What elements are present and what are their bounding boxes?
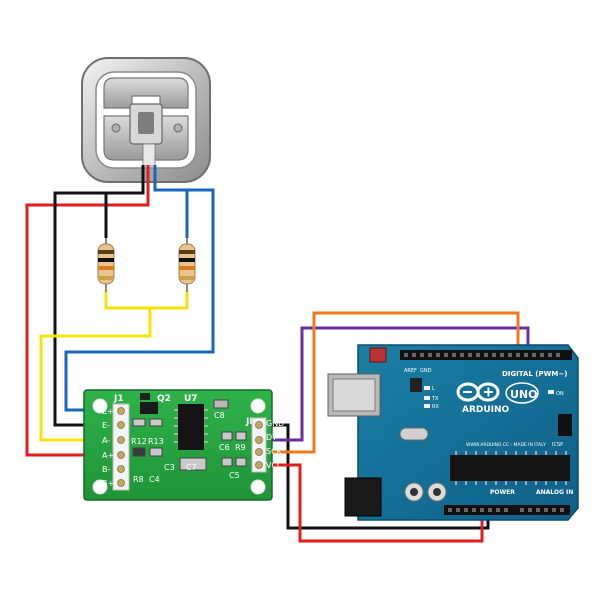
pin-b-plus: B+ <box>102 479 114 488</box>
label-brand: ARDUINO <box>462 405 510 415</box>
label-tx: TX <box>431 396 439 402</box>
label-r8: R8 <box>133 475 144 484</box>
wire-red-loadcell <box>25 165 150 457</box>
label-c6: C6 <box>219 443 230 452</box>
label-u7: U7 <box>184 394 198 404</box>
pin-dt: DT <box>266 433 277 442</box>
wire-black-gnd <box>270 423 490 530</box>
label-c8: C8 <box>214 411 225 420</box>
wires <box>25 165 530 543</box>
label-c7: C7 <box>186 463 197 472</box>
resistor-1 <box>97 238 115 292</box>
hx711-right-pins <box>255 421 263 469</box>
label-c3: C3 <box>164 463 175 472</box>
arduino-uno-board: AREF GND DIGITAL (PWM~) TX RX L ARDUINO … <box>327 344 579 521</box>
label-j1: J1 <box>113 394 124 404</box>
label-aref: AREF <box>404 368 417 374</box>
pin-e-minus: E- <box>102 421 110 430</box>
label-gnd-top: GND <box>420 368 432 374</box>
label-q2: Q2 <box>157 394 171 404</box>
pin-a-minus: A- <box>102 436 110 445</box>
label-r13: R13 <box>148 437 164 446</box>
load-cell <box>81 57 211 183</box>
label-r9: R9 <box>235 443 246 452</box>
wire-red-vcc <box>270 463 484 543</box>
label-icsp: ICSP <box>552 442 563 448</box>
label-on: ON <box>556 391 564 397</box>
wire-blue-loadcell <box>64 165 215 412</box>
label-r12: R12 <box>131 437 147 446</box>
pin-a-plus: A+ <box>102 451 114 460</box>
pin-vcc: VCC <box>266 461 283 470</box>
label-power: POWER <box>490 489 515 496</box>
label-analog: ANALOG IN <box>536 489 573 496</box>
hx711-left-pins <box>117 407 125 487</box>
wire-yellow <box>104 290 189 310</box>
resistor-2 <box>178 238 196 292</box>
wire-yellow-down <box>39 308 152 442</box>
hx711-board: E+ E- A- A+ B- B+ J1 Q2 U7 C8 R12 R13 R8… <box>83 389 284 501</box>
arduino-logo <box>456 382 500 402</box>
wire-orange-sck <box>270 311 520 454</box>
pin-sck: SCK <box>266 447 283 456</box>
pin-b-minus: B- <box>102 465 110 474</box>
label-digital: DIGITAL (PWM~) <box>502 370 567 378</box>
label-c4: C4 <box>149 475 160 484</box>
label-rx: RX <box>432 404 439 410</box>
label-l: L <box>432 386 435 392</box>
wire-purple-dt <box>270 326 530 442</box>
label-model: UNO <box>510 388 538 401</box>
label-c5: C5 <box>229 471 240 480</box>
wire-black-loadcell <box>53 165 145 427</box>
label-website: WWW.ARDUINO.CC - MADE IN ITALY <box>466 442 546 448</box>
pin-e-plus: E+ <box>102 407 114 416</box>
pin-gnd: GND <box>266 419 284 428</box>
